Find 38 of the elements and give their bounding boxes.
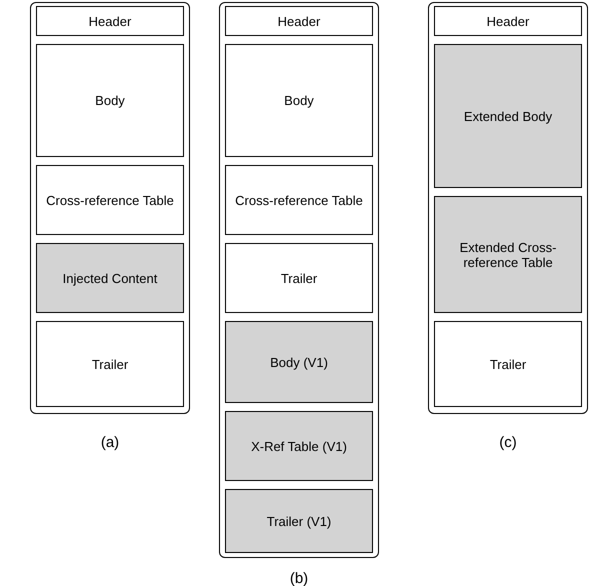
section-label: Trailer bbox=[90, 356, 130, 372]
section-box bbox=[36, 44, 184, 157]
section-box bbox=[225, 165, 373, 235]
section-label: Body bbox=[94, 93, 126, 108]
container-box bbox=[219, 2, 379, 558]
section-box bbox=[434, 321, 582, 407]
section-label: Extended Body bbox=[462, 108, 554, 124]
section-label: Extended Cross-reference Table bbox=[458, 240, 558, 270]
section-label: Header bbox=[88, 14, 132, 28]
section-label: Body bbox=[283, 93, 315, 108]
section-label: Trailer (V1) bbox=[266, 514, 332, 528]
section-label: Body (V1) bbox=[269, 354, 329, 370]
section-box bbox=[225, 489, 373, 553]
section-label: Header bbox=[486, 14, 530, 28]
section-label: Injected Content bbox=[62, 270, 158, 286]
section-box bbox=[225, 6, 373, 36]
section-box bbox=[36, 6, 184, 36]
section-label: Cross-reference Table bbox=[234, 192, 364, 208]
section-box bbox=[36, 321, 184, 407]
section-box bbox=[434, 196, 582, 313]
section-label: X-Ref Table (V1) bbox=[250, 438, 348, 454]
section-box bbox=[36, 243, 184, 313]
section-box bbox=[434, 44, 582, 188]
container-box bbox=[428, 2, 588, 414]
panel-caption: (b) bbox=[288, 570, 310, 586]
section-box bbox=[225, 44, 373, 157]
section-box bbox=[434, 6, 582, 36]
container-box bbox=[30, 2, 190, 414]
section-label: Cross-reference Table bbox=[45, 192, 175, 208]
section-label: Trailer bbox=[488, 356, 528, 372]
section-label: Trailer bbox=[280, 270, 318, 286]
panel-caption: (c) bbox=[498, 434, 518, 451]
section-box bbox=[36, 165, 184, 235]
section-label: Header bbox=[276, 14, 322, 28]
section-box bbox=[225, 321, 373, 403]
section-box bbox=[225, 243, 373, 313]
section-box bbox=[225, 411, 373, 481]
panel-caption: (a) bbox=[100, 434, 120, 451]
